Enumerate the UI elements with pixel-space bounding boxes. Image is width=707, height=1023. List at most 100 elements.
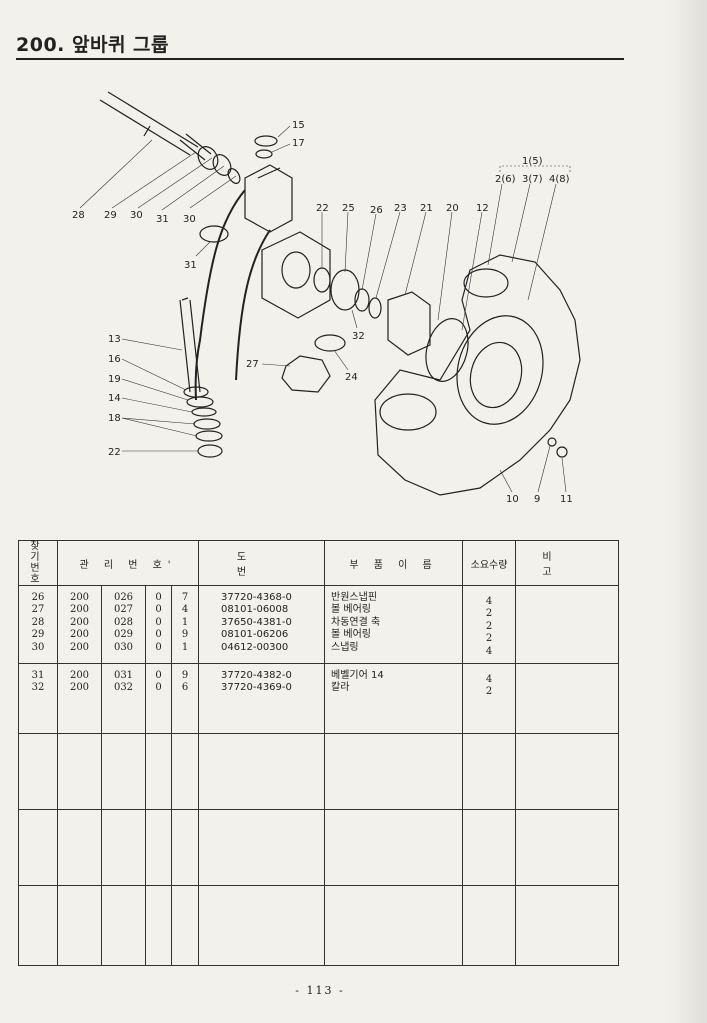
mgmt-item-cell: 027 [113,604,134,616]
leader-18b [121,417,198,437]
leader-21 [404,211,427,296]
leader-16 [121,358,187,391]
part-name-cell: 반원스냅핀 [331,592,378,603]
page-number: - 113 - [295,984,345,997]
drawing-no-cell: 37650-4381-0 [221,616,292,628]
bearing-drawing-2 [212,154,232,176]
mgmt-check-column: 9 6 [170,663,200,734]
sprocket-top-bore-drawing [463,268,509,298]
callout-20: 20 [446,203,459,214]
title-rule [16,58,624,60]
leader-11 [561,457,567,493]
sprocket-hub-drawing [456,315,544,425]
header-ref-bottom: 번 호 [30,563,46,585]
bearing-drawing [197,146,219,170]
callout-29: 29 [104,210,117,221]
mgmt-group-cell: 200 [69,604,90,616]
leader-3_7 [511,183,531,263]
mgmt-sub-cell: 0 [155,616,162,628]
mgmt-check-cell: 4 [181,604,189,616]
middle-housing-drawing [261,231,331,319]
drawing-no-column: 37720-4368-0 08101-06008 37650-4381-0 08… [198,585,326,664]
callout-26: 26 [370,205,383,216]
sprocket-inner-drawing [469,341,523,409]
parts-table-container: 찾 기 번 호 관 리 번 호' 도 번 부 품 이 름 소요수량 비 고 26… [18,540,620,966]
part-name-cell: 볼 베어링 [331,629,372,641]
leader-4_8 [527,183,557,301]
callout-12: 12 [476,203,489,214]
callout-21: 21 [420,203,433,214]
leader-31b [195,241,211,257]
part-name-cell: 베벨기어 14 [331,670,384,681]
exploded-parts-diagram: 15 17 1(5) 2(6) 3(7) 4(8) 28 29 30 31 30… [72,91,581,505]
quantity-cell: 4 [485,645,493,657]
drawing-no-cell: 37720-4382-0 [221,670,292,681]
callout-30b: 30 [183,214,196,225]
drawing-no-column: 37720-4382-0 37720-4369-0 [198,663,326,734]
leader-20 [437,211,453,321]
mgmt-group-cell: 200 [69,592,90,603]
gear-25-drawing [330,269,360,311]
bevel-gear-24-drawing [314,334,346,352]
parts-table: 찾 기 번 호 관 리 번 호' 도 번 부 품 이 름 소요수량 비 고 26… [18,540,620,966]
drawing-no-cell: 08101-06206 [221,629,289,641]
mgmt-group-cell: 200 [69,616,90,628]
header-part-name: 부 품 이 름 [324,540,464,586]
part-name-cell: 볼 베어링 [331,604,372,616]
mgmt-sub-column: 0 0 0 0 0 [145,585,172,664]
leader-10 [499,469,513,493]
part-name-column: 베벨기어 14 칼라 [324,663,464,734]
mgmt-group-column: 200 200 200 200 200 [57,585,102,664]
leader-2_6 [487,183,503,266]
leader-19 [121,378,189,401]
callout-11: 11 [560,494,573,505]
lower-housing-27-drawing [281,355,331,393]
ref-cell: 30 [31,641,45,653]
drawing-no-cell: 04612-00300 [221,641,289,653]
ring-14-drawing [191,407,217,417]
header-remarks: 비 고 [515,540,620,586]
remarks-cell [515,585,620,664]
ref-column: 31 32 [18,663,58,734]
header-drawing-no: 도 번 [198,540,326,586]
callout-9: 9 [534,494,540,505]
quantity-cell: 2 [485,608,493,620]
leader-14 [121,397,193,413]
callout-18: 18 [108,413,121,424]
upper-housing-drawing [244,164,293,233]
ref-cell: 32 [31,682,45,694]
callout-22a: 22 [316,203,329,214]
mgmt-group-cell: 200 [69,670,90,681]
ref-cell: 27 [31,604,45,616]
mgmt-item-column: 026 027 028 029 030 [101,585,146,664]
mgmt-check-cell: 1 [181,641,189,653]
mgmt-item-cell: 030 [113,641,134,653]
quantity-cell: 2 [485,686,493,698]
mgmt-check-cell: 9 [181,629,189,641]
leader-17 [271,143,291,153]
quantity-cell: 4 [485,596,493,607]
ring-18a-drawing [193,418,221,430]
quantity-cell: 2 [485,620,493,632]
leader-30a [137,157,213,209]
mgmt-item-cell: 029 [113,629,134,641]
leader-9 [537,445,551,493]
callout-30a: 30 [130,210,143,221]
mgmt-sub-cell: 0 [155,670,162,681]
part-name-column: 반원스냅핀 볼 베어링 차동연결 축 볼 베어링 스냅링 [324,585,464,664]
leader-30b [189,175,237,209]
header-ref-no: 찾 기 번 호 [18,540,58,586]
callout-22b: 22 [108,447,121,458]
callout-17: 17 [292,138,305,149]
part-name-cell: 차동연결 축 [331,616,381,628]
remarks-cell [515,663,620,734]
callout-2-6: 2(6) [495,174,516,185]
ref-column: 26 27 28 29 30 [18,585,58,664]
mgmt-group-cell: 200 [69,682,90,694]
callout-10: 10 [506,494,519,505]
callout-24: 24 [345,372,358,383]
callout-31b: 31 [184,260,197,271]
ref-cell: 28 [31,616,45,628]
leader-12 [461,211,483,331]
leader-25 [344,211,349,273]
